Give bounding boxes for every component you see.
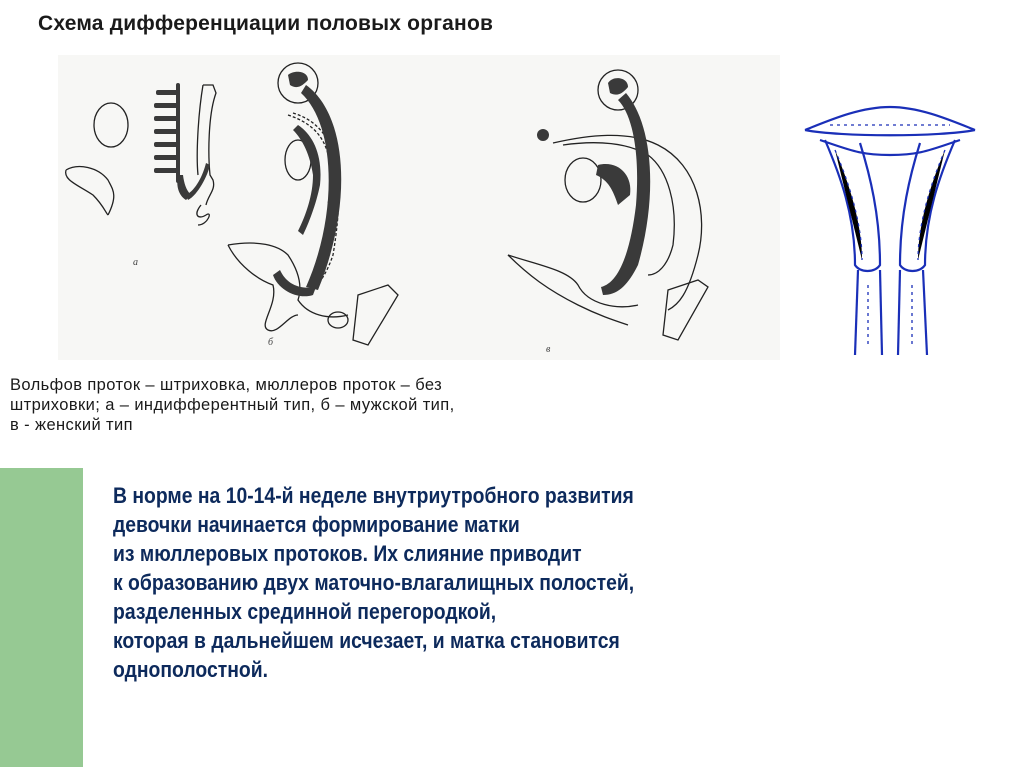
caption-line: штриховки; а – индифферентный тип, б – м… [10, 396, 455, 414]
body-paragraph: В норме на 10-14-й неделе внутриутробног… [113, 481, 634, 684]
body-line: В норме на 10-14-й неделе внутриутробног… [113, 483, 634, 508]
body-line: из мюллеровых протоков. Их слияние приво… [113, 541, 582, 566]
figure-caption: Вольфов проток – штриховка, мюллеров про… [10, 375, 455, 435]
uterus-septum-icon [800, 95, 980, 360]
body-line: которая в дальнейшем исчезает, и матка с… [113, 628, 620, 653]
svg-text:б: б [268, 337, 274, 348]
embryo-diagram-icon: а б [65, 62, 709, 355]
svg-text:в: в [546, 344, 551, 355]
accent-bar [0, 468, 83, 767]
differentiation-diagram: а б [58, 55, 780, 360]
svg-text:а: а [133, 257, 138, 268]
caption-line: в - женский тип [10, 416, 133, 434]
caption-line: Вольфов проток – штриховка, мюллеров про… [10, 376, 443, 394]
body-line: к образованию двух маточно-влагалищных п… [113, 570, 635, 595]
body-line: девочки начинается формирование матки [113, 512, 520, 537]
slide-title: Схема дифференциации половых органов [38, 12, 494, 35]
body-line: однополостной. [113, 657, 269, 682]
body-line: разделенных срединной перегородкой, [113, 599, 497, 624]
